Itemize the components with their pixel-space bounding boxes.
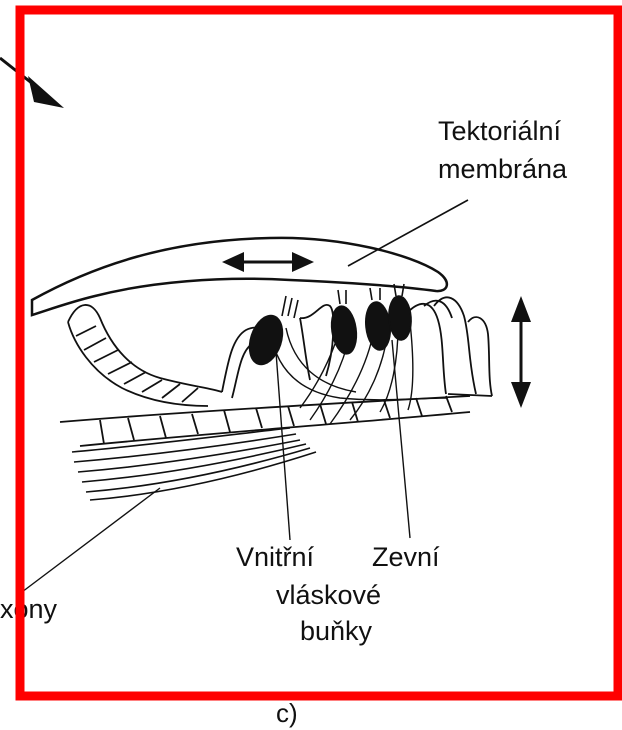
double-arrow-vertical-icon (511, 296, 531, 408)
axon-bundle (72, 428, 316, 500)
hair-cells-label-line1: vláskové (276, 580, 381, 610)
tectorial-label-line1: Tektoriální (438, 116, 562, 146)
inner-hair-cell (243, 296, 298, 370)
axon-leader-line (22, 488, 160, 592)
hair-cells-label-line2: buňky (300, 616, 373, 646)
outer-cell-leader-line (392, 340, 410, 538)
axons-label: xony (0, 594, 58, 624)
inner-hair-cell-label: Vnitřní (236, 542, 315, 572)
tectorial-membrane (32, 238, 447, 315)
panel-letter: c) (276, 698, 298, 728)
double-arrow-horizontal-icon (222, 252, 314, 272)
tectorial-label-line2: membrána (438, 154, 568, 184)
supporting-cells (68, 297, 492, 406)
corner-arrowhead-icon (0, 58, 64, 108)
outer-hair-cell-label: Zevní (372, 542, 440, 572)
inner-cell-leader-line (276, 352, 290, 540)
tectorial-leader-line (348, 200, 468, 266)
